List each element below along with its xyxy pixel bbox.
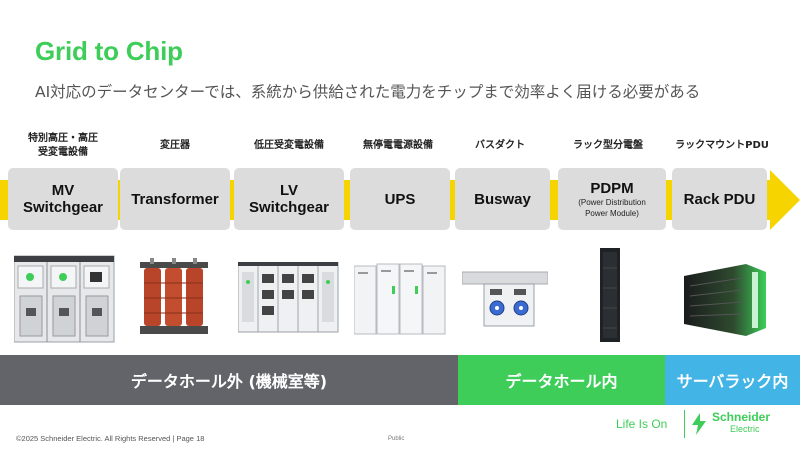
stage-name: Switchgear — [248, 199, 330, 216]
stage-label-line: 無停電電源設備 — [363, 140, 433, 151]
stage-name: UPS — [384, 190, 416, 208]
stage-label-pdpm: ラック型分電盤 — [558, 139, 658, 153]
stage-box-lv-switchgear: LV Switchgear — [234, 168, 344, 230]
stage-label-busway: バスダクト — [455, 139, 545, 153]
stage-label-rack-pdu: ラックマウントPDU — [666, 139, 778, 153]
stage-subtitle: (Power Distribution — [578, 197, 646, 207]
stage-label-line: バスダクト — [475, 140, 525, 151]
stage-label-line: 変圧器 — [160, 140, 190, 151]
brand-name: Schneider — [712, 410, 771, 424]
stage-label-line: ラック型分電盤 — [573, 140, 643, 151]
schneider-logo-icon — [692, 413, 706, 435]
zone-inside-data-hall: データホール内 — [458, 355, 665, 405]
stage-name: Rack PDU — [683, 190, 756, 208]
stage-label-line: 低圧受変電設備 — [254, 140, 324, 151]
zone-label: データホール内 — [505, 372, 618, 391]
pdpm-image — [600, 248, 620, 342]
stage-name: Busway — [474, 190, 531, 208]
stage-label-line: ラックマウントPDU — [675, 140, 769, 151]
stage-box-transformer: Transformer — [120, 168, 230, 230]
stage-label-ups: 無停電電源設備 — [348, 139, 448, 153]
power-chain: 特別高圧・高圧 受変電設備 MV Switchgear 変圧器 Transfor… — [0, 130, 800, 230]
stage-name: MV — [51, 182, 75, 199]
stage-box-ups: UPS — [350, 168, 450, 230]
lv-switchgear-image — [238, 262, 339, 333]
zone-label: サーバラック内 — [676, 372, 789, 391]
stage-label-mv: 特別高圧・高圧 受変電設備 — [8, 132, 118, 160]
stage-name: Switchgear — [22, 199, 104, 216]
zone-outside-data-hall: データホール外 (機械室等) — [0, 355, 458, 405]
stage-label-line: 受変電設備 — [38, 147, 88, 158]
stage-box-pdpm: PDPM (Power Distribution Power Module) — [558, 168, 666, 230]
slide-title: Grid to Chip — [35, 36, 183, 66]
classification-label: Public — [388, 436, 405, 442]
stage-box-rack-pdu: Rack PDU — [672, 168, 767, 230]
ups-image — [354, 263, 446, 335]
brand-name-secondary: Electric — [730, 424, 760, 434]
stage-box-busway: Busway — [455, 168, 550, 230]
stage-label-transformer: 変圧器 — [120, 139, 230, 153]
transformer-image — [140, 258, 208, 334]
stage-label-line: 特別高圧・高圧 — [28, 133, 98, 144]
stage-name: LV — [279, 182, 299, 199]
zone-label: データホール外 (機械室等) — [130, 372, 328, 391]
copyright-text: ©2025 Schneider Electric. All Rights Res… — [16, 434, 205, 443]
brand-logo: Life Is On Schneider Electric — [616, 410, 786, 440]
zone-inside-server-rack: サーバラック内 — [665, 355, 800, 405]
rack-pdu-image — [684, 264, 766, 336]
stage-box-mv-switchgear: MV Switchgear — [8, 168, 118, 230]
busway-image — [462, 271, 548, 327]
stage-label-lv: 低圧受変電設備 — [234, 139, 344, 153]
mv-switchgear-image — [14, 255, 115, 343]
tagline: Life Is On — [616, 417, 668, 431]
brand-divider — [684, 410, 685, 438]
slide-subtitle: AI対応のデータセンターでは、系統から供給された電力をチップまで効率よく届ける必… — [35, 83, 701, 101]
stage-name: PDPM — [590, 179, 634, 197]
stage-name: Transformer — [131, 190, 219, 208]
stage-subtitle: Power Module) — [585, 208, 639, 218]
